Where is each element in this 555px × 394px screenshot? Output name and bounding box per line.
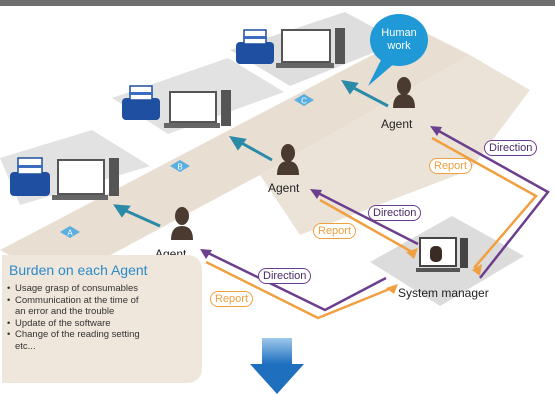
- scanner-a-icon: [10, 157, 50, 196]
- agent-to-device-arrows: [113, 79, 389, 228]
- burden-title: Burden on each Agent: [9, 262, 148, 278]
- top-bar: [0, 0, 555, 6]
- system-manager-icon: [416, 237, 468, 272]
- burden-item: Usage grasp of consumables: [7, 283, 140, 295]
- agent-b-label: Agent: [268, 181, 300, 195]
- burden-item: Communication at the time of: [7, 295, 140, 307]
- direction-pill-a: Direction: [258, 268, 312, 284]
- computer-c-icon: [276, 28, 345, 68]
- burden-panel: Burden on each Agent Usage grasp of cons…: [2, 255, 202, 383]
- computer-b-icon: [164, 90, 231, 128]
- agent-c-icon: [393, 77, 415, 108]
- burden-item: Change of the reading setting: [7, 329, 140, 341]
- down-arrow-icon: [250, 338, 304, 394]
- flow-paths: [205, 128, 550, 320]
- burden-item: etc...: [15, 340, 36, 352]
- computer-a-icon: [52, 158, 119, 200]
- agent-c-label: Agent: [381, 117, 413, 131]
- scanner-c-icon: [236, 29, 274, 64]
- report-pill-a: Report: [210, 291, 254, 307]
- svg-text:C: C: [301, 97, 307, 106]
- svg-text:A: A: [67, 229, 73, 238]
- report-pill-b: Report: [313, 223, 357, 239]
- direction-pill-c: Direction: [484, 140, 538, 156]
- badge-c-icon: C: [294, 94, 314, 106]
- scanner-b-icon: [122, 85, 160, 120]
- system-manager-label: System manager: [398, 286, 489, 300]
- svg-text:B: B: [177, 163, 182, 172]
- report-pill-c: Report: [429, 158, 473, 174]
- burden-list: Usage grasp of consumables Communication…: [7, 283, 140, 352]
- floor-band-right: [260, 55, 530, 235]
- agent-a-icon: [171, 207, 193, 240]
- badge-b-icon: B: [170, 160, 190, 172]
- bubble-tail: [368, 58, 396, 86]
- floor-band: [0, 30, 470, 282]
- flow-arrowheads: [200, 126, 482, 294]
- badge-a-icon: A: [60, 226, 80, 238]
- burden-item: Update of the software: [7, 318, 140, 330]
- agent-b-icon: [277, 144, 299, 175]
- bubble-line-2: work: [387, 40, 411, 52]
- bubble-line-1: Human: [381, 27, 417, 39]
- direction-pill-b: Direction: [368, 205, 422, 221]
- burden-item: an error and the trouble: [15, 306, 115, 317]
